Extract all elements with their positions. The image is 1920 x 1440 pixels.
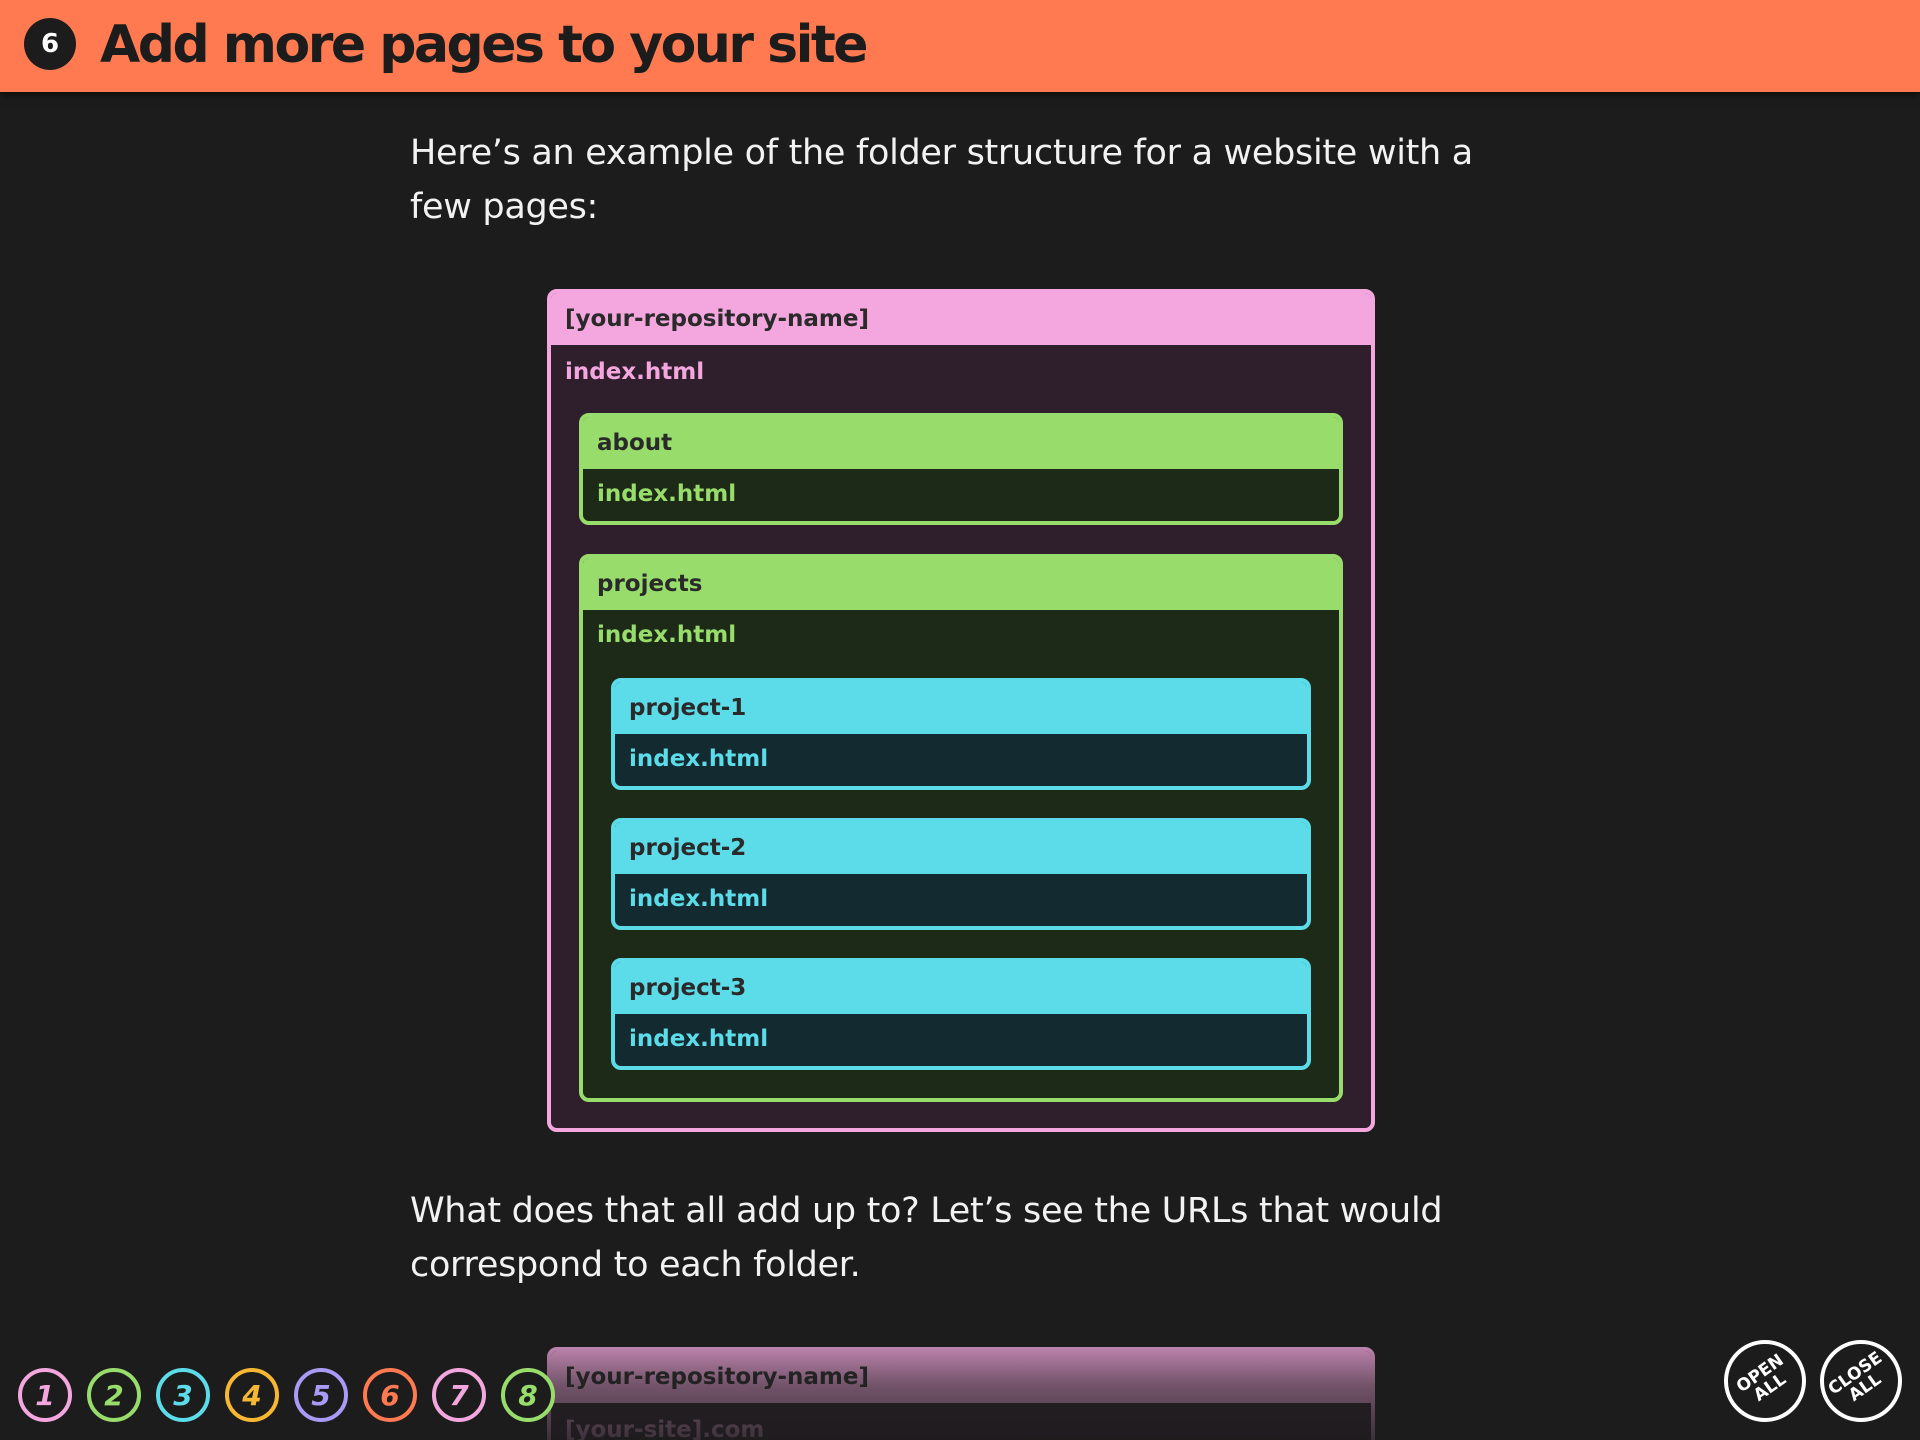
- project-3-index-file: index.html: [629, 1026, 769, 1052]
- about-index-file: index.html: [597, 481, 737, 507]
- projects-folder: projects index.html project-1 index.html…: [579, 554, 1343, 1102]
- close-all-label: CLOSE ALL: [1825, 1347, 1887, 1406]
- step-6-label: 6: [380, 1378, 400, 1412]
- url-folder-preview: [your-repository-name] [your-site].com: [547, 1347, 1375, 1440]
- step-8-button[interactable]: 8: [501, 1368, 555, 1422]
- project-1-label: project-1: [615, 682, 1307, 734]
- project-2-label: project-2: [615, 822, 1307, 874]
- url-root-folder-label: [your-repository-name]: [551, 1351, 1371, 1403]
- root-folder-label: [your-repository-name]: [551, 293, 1371, 345]
- step-3-label: 3: [173, 1378, 193, 1412]
- about-folder: about index.html: [579, 413, 1343, 525]
- projects-folder-label: projects: [583, 558, 1339, 610]
- project-3-label: project-3: [615, 962, 1307, 1014]
- step-2-label: 2: [104, 1378, 124, 1412]
- project-2-index-file: index.html: [629, 886, 769, 912]
- step-4-button[interactable]: 4: [225, 1368, 279, 1422]
- close-all-button[interactable]: CLOSE ALL: [1820, 1340, 1902, 1422]
- project-1-folder: project-1 index.html: [611, 678, 1311, 790]
- outro-paragraph: What does that all add up to? Let’s see …: [410, 1191, 1443, 1285]
- step-6-button[interactable]: 6: [363, 1368, 417, 1422]
- projects-index-file: index.html: [597, 622, 737, 648]
- open-all-button[interactable]: OPEN ALL: [1724, 1340, 1806, 1422]
- open-all-label: OPEN ALL: [1732, 1350, 1790, 1406]
- step-5-button[interactable]: 5: [294, 1368, 348, 1422]
- step-2-button[interactable]: 2: [87, 1368, 141, 1422]
- step-7-label: 7: [449, 1378, 469, 1412]
- about-folder-label: about: [583, 417, 1339, 469]
- section-title: Add more pages to your site: [100, 15, 869, 75]
- root-index-file: index.html: [565, 359, 705, 385]
- step-1-button[interactable]: 1: [18, 1368, 72, 1422]
- intro-paragraph: Here’s an example of the folder structur…: [410, 133, 1473, 227]
- step-5-label: 5: [311, 1378, 331, 1412]
- step-1-label: 1: [35, 1378, 55, 1412]
- project-1-index-file: index.html: [629, 746, 769, 772]
- section-header[interactable]: 6 Add more pages to your site: [0, 0, 1920, 92]
- root-folder: [your-repository-name] index.html about …: [547, 289, 1375, 1132]
- step-8-label: 8: [518, 1378, 538, 1412]
- step-4-label: 4: [242, 1378, 262, 1412]
- step-7-button[interactable]: 7: [432, 1368, 486, 1422]
- project-2-folder: project-2 index.html: [611, 818, 1311, 930]
- project-3-folder: project-3 index.html: [611, 958, 1311, 1070]
- step-navigation: 1 2 3 4 5 6 7 8: [18, 1368, 555, 1422]
- step-3-button[interactable]: 3: [156, 1368, 210, 1422]
- url-root-site: [your-site].com: [565, 1417, 765, 1440]
- step-number-badge: 6: [24, 18, 76, 70]
